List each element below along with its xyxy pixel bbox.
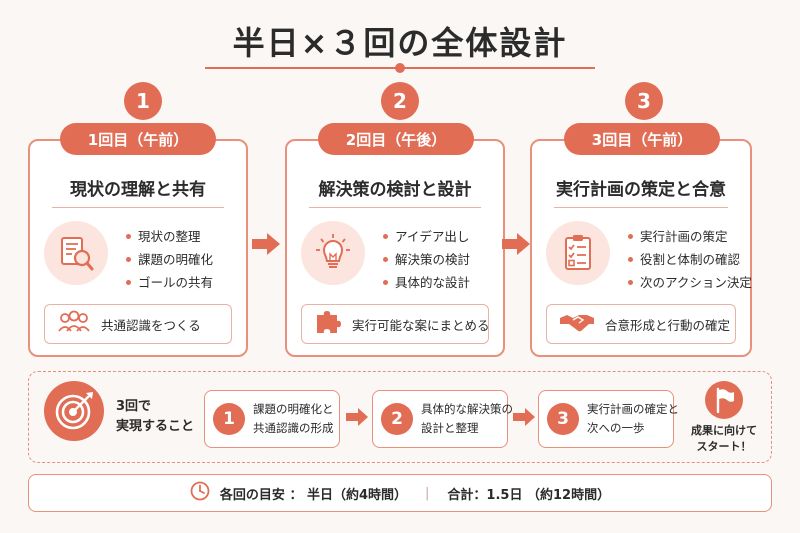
phase-2-outcome: 実行可能な案にまとめる: [301, 304, 490, 344]
summary-step-3: 3 実行計画の確定と 次への一歩: [538, 390, 679, 448]
summary-step-2-number: 2: [381, 403, 413, 435]
phase-1-divider: [52, 207, 224, 208]
phase-1-outcome-text: 共通認識をつくる: [101, 317, 201, 333]
summary-label-line1: 3回で: [116, 399, 152, 414]
footer-time-estimate: 各回の目安 ： 半日（約4時間） | 合計：1.5日 （約12時間）: [28, 474, 772, 512]
list-item: 課題の明確化: [126, 248, 213, 271]
arrow-right-icon: [513, 408, 535, 426]
footer-separator: |: [425, 485, 430, 501]
puzzle-icon: [314, 309, 342, 339]
phase-3-divider: [554, 207, 728, 208]
summary-step-1-line2: 共通認識の形成: [253, 421, 334, 435]
phase-1-number: 1: [124, 82, 162, 120]
list-item: 次のアクション決定: [628, 271, 752, 294]
clock-icon: [190, 481, 210, 505]
list-item: アイデア出し: [383, 225, 470, 248]
summary-step-1-text: 課題の明確化と 共通認識の形成: [253, 400, 334, 438]
people-group-icon: [57, 310, 91, 338]
arrow-right-icon: [346, 408, 368, 426]
lightbulb-icon: [301, 221, 365, 285]
summary-label-line2: 実現すること: [116, 419, 195, 434]
checklist-icon: [546, 221, 610, 285]
phase-3-outcome: 合意形成と行動の確定: [546, 304, 736, 344]
document-magnifier-icon: [44, 221, 108, 285]
phase-3-outcome-text: 合意形成と行動の確定: [605, 317, 731, 333]
title-divider-dot: [395, 63, 405, 73]
phase-1-bullet-list: 現状の整理 課題の明確化 ゴールの共有: [126, 225, 213, 294]
summary-step-1: 1 課題の明確化と 共通認識の形成: [204, 390, 340, 448]
page-title: 半日×３回の全体設計: [232, 24, 568, 62]
summary-step-3-number: 3: [547, 403, 579, 435]
list-item: 役割と体制の確認: [628, 248, 752, 271]
phase-2-divider: [309, 207, 481, 208]
phase-3-session-pill: 3回目（午前）: [564, 123, 720, 155]
phase-2-outcome-text: 実行可能な案にまとめる: [352, 317, 490, 333]
footer-per-session: 各回の目安 ： 半日（約4時間）: [219, 487, 408, 503]
phase-3-number: 3: [625, 82, 663, 120]
target-icon: [44, 381, 104, 441]
goal-text: 成果に向けて スタート！: [684, 423, 764, 455]
summary-step-2-line1: 具体的な解決策の: [421, 402, 513, 416]
phase-1-heading: 現状の理解と共有: [70, 180, 206, 200]
phase-3-card: 実行計画の策定と合意 実行計画の策定 役割と体制の確認 次のアクション決定 合意…: [530, 139, 752, 357]
phase-3-bullet-list: 実行計画の策定 役割と体制の確認 次のアクション決定: [628, 225, 752, 294]
list-item: 具体的な設計: [383, 271, 470, 294]
phase-1-session-pill: 1回目（午前）: [60, 123, 216, 155]
summary-step-2: 2 具体的な解決策の 設計と整理: [372, 390, 513, 448]
summary-step-2-line2: 設計と整理: [421, 421, 479, 435]
list-item: 解決策の検討: [383, 248, 470, 271]
footer-total: 合計：1.5日 （約12時間）: [447, 487, 611, 503]
phase-3-heading: 実行計画の策定と合意: [556, 180, 726, 200]
summary-label: 3回で 実現すること: [116, 397, 194, 437]
summary-step-1-number: 1: [213, 403, 245, 435]
flag-icon: [705, 381, 743, 419]
summary-step-3-text: 実行計画の確定と 次への一歩: [587, 400, 679, 438]
phase-2-heading: 解決策の検討と設計: [318, 180, 472, 200]
summary-step-1-line1: 課題の明確化と: [253, 402, 334, 416]
summary-step-3-line2: 次への一歩: [587, 421, 645, 435]
list-item: 現状の整理: [126, 225, 213, 248]
summary-step-3-line1: 実行計画の確定と: [587, 402, 679, 416]
list-item: 実行計画の策定: [628, 225, 752, 248]
summary-step-2-text: 具体的な解決策の 設計と整理: [421, 400, 513, 438]
phase-2-card: 解決策の検討と設計 アイデア出し 解決策の検討 具体的な設計 実行可能な案にまと…: [285, 139, 505, 357]
list-item: ゴールの共有: [126, 271, 213, 294]
arrow-right-icon: [252, 233, 280, 255]
phase-1-card: 現状の理解と共有 現状の整理 課題の明確化 ゴールの共有 共通認識をつく: [28, 139, 248, 357]
arrow-right-icon: [502, 233, 530, 255]
summary-panel: [28, 371, 772, 463]
phase-2-number: 2: [381, 82, 419, 120]
phase-1-outcome: 共通認識をつくる: [44, 304, 232, 344]
phase-2-session-pill: 2回目（午後）: [318, 123, 474, 155]
goal-text-line1: 成果に向けて: [691, 424, 757, 437]
phase-2-bullet-list: アイデア出し 解決策の検討 具体的な設計: [383, 225, 470, 294]
goal-text-line2: スタート！: [696, 440, 752, 453]
handshake-icon: [559, 310, 595, 338]
